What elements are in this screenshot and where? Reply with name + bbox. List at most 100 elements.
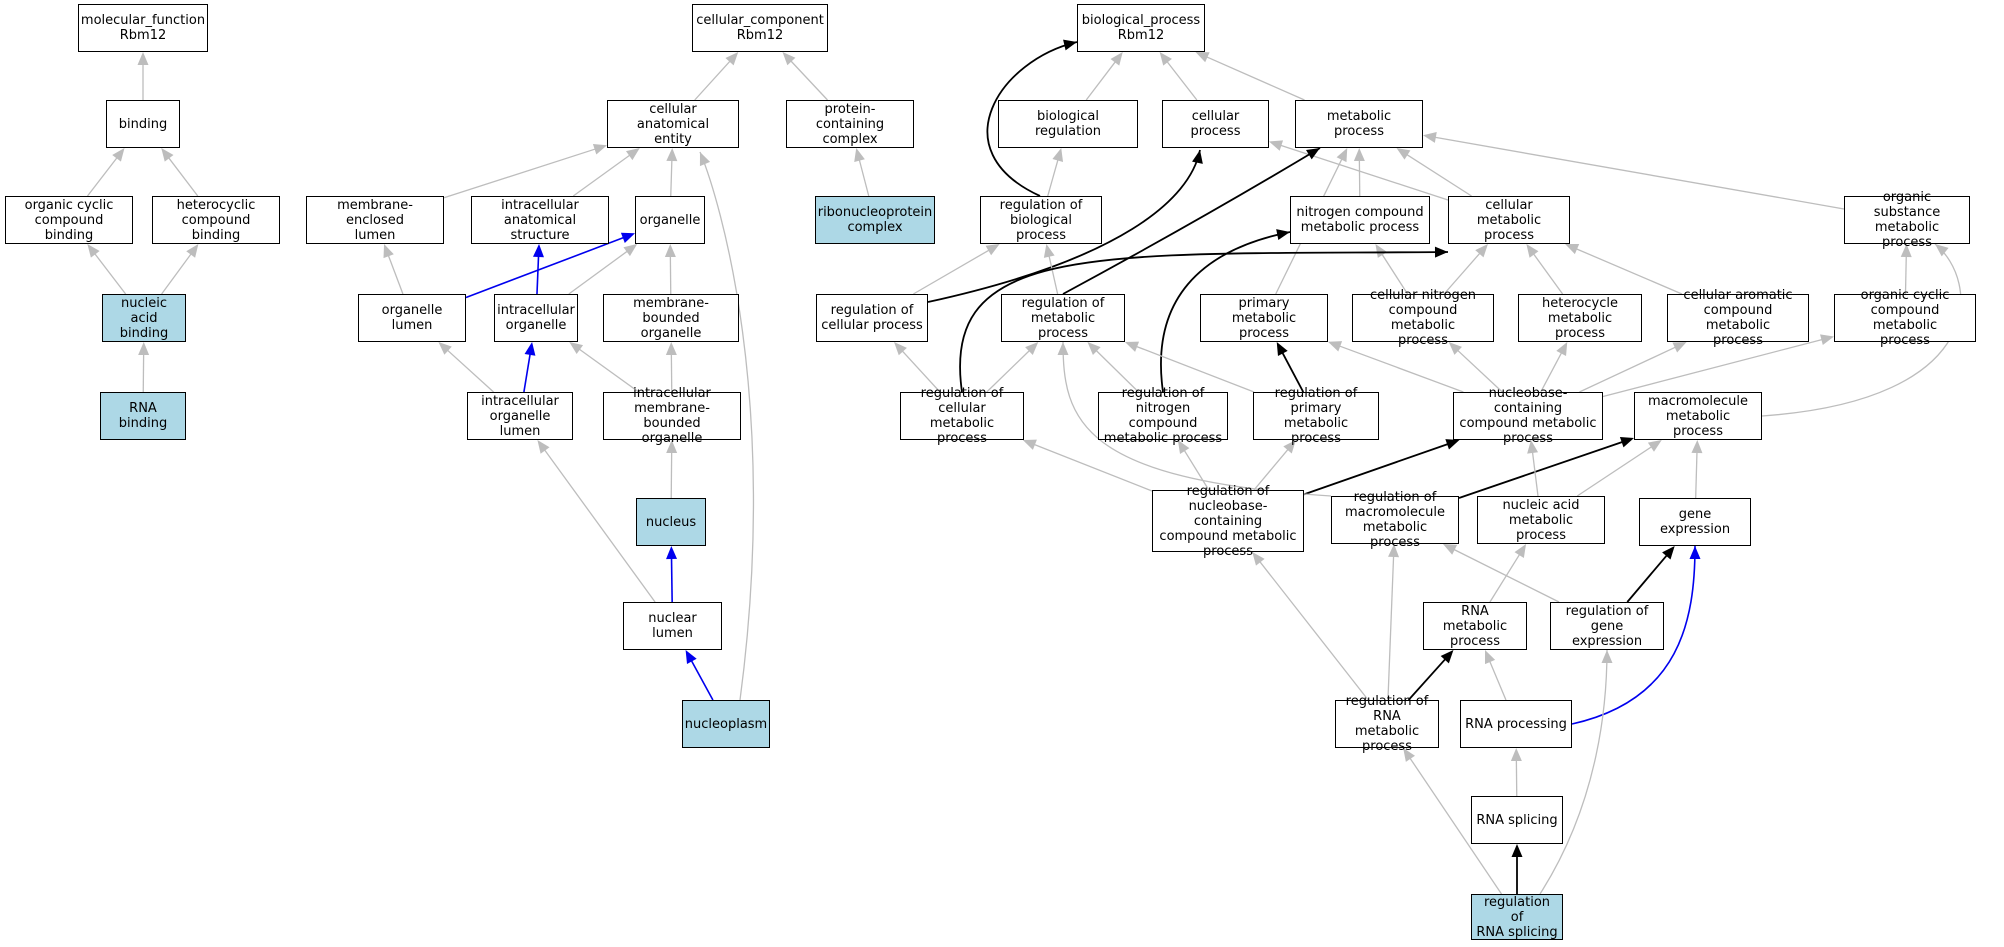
go-term-node-nl[interactable]: nuclear lumen [623, 602, 722, 650]
edge-is_a-cncmp-to-ncmp [1375, 244, 1409, 295]
edge-is_a-cncmp-to-cmp [1443, 244, 1488, 295]
go-term-node-ocb[interactable]: organic cyclic compound binding [5, 196, 133, 244]
edge-part_of-np-to-nl [685, 650, 714, 701]
go-term-node-bp_root[interactable]: biological_process Rbm12 [1077, 4, 1205, 52]
go-term-node-np[interactable]: nucleoplasm [682, 700, 770, 748]
edge-is_a-rcmp-to-rmp [986, 342, 1039, 393]
go-term-node-ge[interactable]: gene expression [1639, 498, 1751, 546]
edge-is_a-rnbcmp-to-rncmp [1177, 440, 1210, 491]
edge-is_a-rnamp-to-namp [1489, 544, 1527, 603]
go-term-node-mf_root[interactable]: molecular_function Rbm12 [78, 4, 208, 52]
go-term-node-cp[interactable]: cellular process [1162, 100, 1269, 148]
edge-is_a-rnbcmp-to-rcmp [1022, 439, 1153, 492]
edge-is_a-np-to-cae [699, 151, 755, 701]
edge-is_a-rbp-to-breg [1047, 148, 1064, 197]
edge-is_a-ncmp-to-mp [1353, 148, 1365, 197]
go-term-node-rnas[interactable]: RNA splicing [1471, 796, 1563, 844]
edge-is_a-cp-to-bp_root [1159, 52, 1198, 101]
go-term-node-rncmp[interactable]: regulation of nitrogen compound metaboli… [1098, 386, 1228, 446]
go-term-node-mp[interactable]: metabolic process [1295, 100, 1423, 148]
go-term-node-rnp[interactable]: ribonucleoprotein complex [815, 196, 935, 244]
edge-regulates-rcp-to-cp [927, 149, 1203, 303]
go-term-node-hcb[interactable]: heterocyclic compound binding [152, 196, 280, 244]
go-term-node-rpmp[interactable]: regulation of primary metabolic process [1253, 386, 1379, 446]
go-term-node-cacmp[interactable]: cellular aromatic compound metabolic pro… [1667, 288, 1809, 348]
go-term-node-iol[interactable]: intracellular organelle lumen [467, 392, 573, 440]
edge-is_a-nab-to-ocb [87, 244, 127, 295]
go-term-node-mbo[interactable]: membrane-bounded organelle [603, 294, 739, 342]
edge-is_a-ias-to-cae [572, 148, 640, 197]
edge-is_a-rpmp-to-rmp [1124, 341, 1255, 393]
go-term-node-namp[interactable]: nucleic acid metabolic process [1477, 496, 1605, 544]
go-term-node-rrnamp[interactable]: regulation of RNA metabolic process [1335, 694, 1439, 754]
edge-is_a-rnbcmp-to-rpmp [1253, 440, 1296, 491]
go-term-node-cc_root[interactable]: cellular_component Rbm12 [692, 4, 828, 52]
go-term-node-rmmp[interactable]: regulation of macromolecule metabolic pr… [1331, 490, 1459, 550]
go-term-node-breg[interactable]: biological regulation [998, 100, 1138, 148]
go-term-node-occmp[interactable]: organic cyclic compound metabolic proces… [1834, 288, 1976, 348]
go-term-node-osmp[interactable]: organic substance metabolic process [1844, 190, 1970, 250]
edge-is_a-rmmp-to-rmp [1057, 341, 1332, 497]
go-term-node-rrnas[interactable]: regulation of RNA splicing [1471, 894, 1563, 940]
go-term-node-rcp[interactable]: regulation of cellular process [816, 294, 928, 342]
go-term-node-ncmp[interactable]: nitrogen compound metabolic process [1290, 196, 1430, 244]
edge-is_a-hcb-to-binding [161, 148, 199, 197]
edge-regulates-rrnas-to-rnas [1511, 844, 1523, 894]
go-term-node-orgl[interactable]: organelle lumen [358, 294, 466, 342]
go-term-node-rcmp[interactable]: regulation of cellular metabolic process [900, 386, 1024, 446]
go-term-node-rge[interactable]: regulation of gene expression [1550, 602, 1664, 650]
edge-is_a-rnp-to-pcc [854, 148, 870, 197]
edge-is_a-rnas-to-rnap [1510, 748, 1522, 797]
go-term-node-cae[interactable]: cellular anatomical entity [607, 100, 739, 148]
edge-is_a-osmp-to-mp [1423, 132, 1845, 210]
go-term-node-pcc[interactable]: protein-containing complex [786, 100, 914, 148]
go-term-node-binding[interactable]: binding [106, 100, 180, 148]
edge-is_a-rmp-to-rbp [1043, 244, 1059, 295]
edge-is_a-hmp-to-cmp [1526, 244, 1564, 295]
go-term-node-nab[interactable]: nucleic acid binding [102, 294, 186, 342]
go-term-node-iorg[interactable]: intracellular organelle [494, 294, 578, 342]
go-term-node-cncmp[interactable]: cellular nitrogen compound metabolic pro… [1352, 288, 1494, 348]
edge-is_a-namp-to-nbcmp [1527, 440, 1539, 497]
edge-is_a-binding-to-mf_root [137, 52, 149, 100]
go-term-node-ias[interactable]: intracellular anatomical structure [471, 196, 609, 244]
go-term-node-nbcmp[interactable]: nucleobase-containing compound metabolic… [1453, 386, 1603, 446]
edge-is_a-orgl-to-mel [383, 244, 404, 295]
edge-is_a-occmp-to-osmp [1900, 244, 1912, 295]
edge-regulates-rncmp-to-ncmp [1160, 229, 1291, 393]
edge-is_a-mel-to-cae [443, 144, 607, 199]
edge-is_a-nbcmp-to-cacmp [1579, 342, 1687, 393]
go-term-node-mel[interactable]: membrane-enclosed lumen [306, 196, 444, 244]
go-term-node-rnbcmp[interactable]: regulation of nucleobase-containing comp… [1152, 484, 1304, 559]
edge-is_a-cmp-to-mp [1396, 148, 1472, 197]
go-term-node-rnab[interactable]: RNA binding [100, 392, 186, 440]
edge-is_a-nbcmp-to-cncmp [1448, 342, 1503, 393]
edge-is_a-rncmp-to-rmp [1087, 342, 1139, 393]
edge-regulates-rnbcmp-to-nbcmp [1303, 439, 1460, 496]
go-term-node-rnamp[interactable]: RNA metabolic process [1423, 602, 1527, 650]
go-term-node-rmp[interactable]: regulation of metabolic process [1001, 294, 1125, 342]
edge-part_of-iol-to-iorg [523, 342, 536, 393]
go-term-node-pmp[interactable]: primary metabolic process [1200, 294, 1328, 342]
go-term-node-rbp[interactable]: regulation of biological process [980, 196, 1102, 244]
edge-is_a-nbcmp-to-occmp [1602, 334, 1834, 398]
edge-is_a-namp-to-mmp [1576, 440, 1662, 497]
edge-is_a-imbo-to-iorg [569, 342, 640, 393]
edge-regulates-rcmp-to-cmp [959, 246, 1449, 393]
go-term-node-hmp[interactable]: heterocycle metabolic process [1518, 294, 1642, 342]
go-term-node-cmp[interactable]: cellular metabolic process [1448, 196, 1570, 244]
go-term-node-imbo[interactable]: intracellular membrane-bounded organelle [603, 386, 741, 446]
go-term-node-org[interactable]: organelle [635, 196, 705, 244]
go-term-node-rnap[interactable]: RNA processing [1460, 700, 1572, 748]
edge-is_a-nbcmp-to-hmp [1540, 342, 1568, 393]
edge-regulates-rrnamp-to-rnamp [1407, 650, 1454, 701]
edge-is_a-rcmp-to-rcp [894, 342, 941, 393]
go-term-node-mmp[interactable]: macromolecule metabolic process [1634, 392, 1762, 440]
edge-is_a-breg-to-bp_root [1085, 52, 1123, 101]
go-term-node-nuc[interactable]: nucleus [636, 498, 706, 546]
edge-is_a-pcc-to-cc_root [782, 52, 828, 101]
edge-is_a-rge-to-rmmp [1443, 544, 1560, 603]
edge-is_a-cmp-to-cp [1269, 140, 1449, 201]
edge-is_a-rrnamp-to-rnbcmp [1252, 552, 1369, 701]
